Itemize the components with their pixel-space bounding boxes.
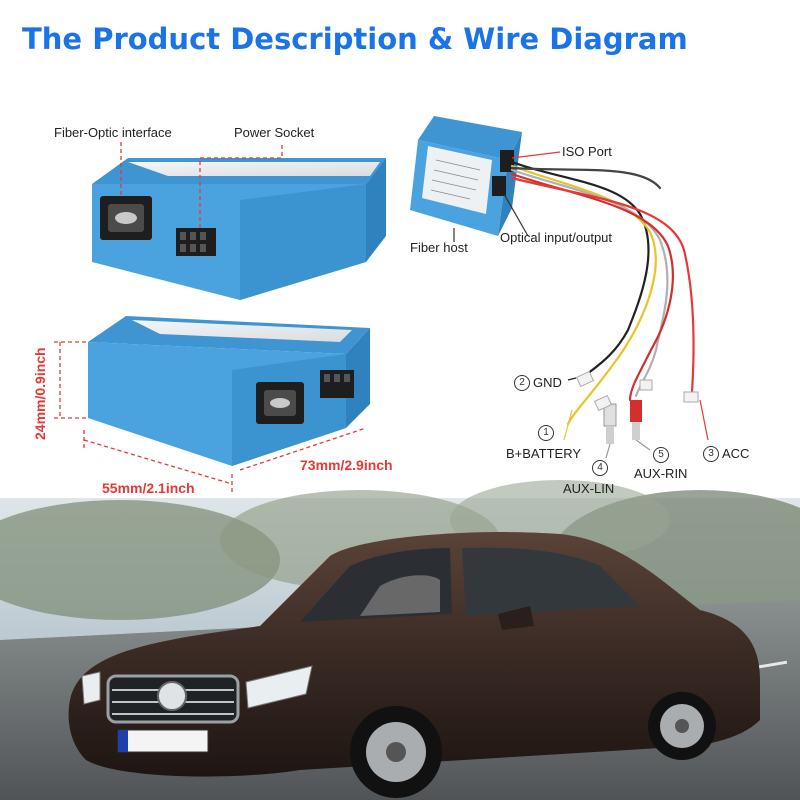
wire-label-aux-lin: AUX-LIN bbox=[563, 481, 615, 496]
wire-label-acc: ACC bbox=[722, 446, 750, 461]
wire-label-gnd: GND bbox=[533, 375, 562, 390]
wire-number-1: 1 bbox=[538, 425, 554, 441]
wire-label-aux-rin: AUX-RIN bbox=[634, 466, 688, 481]
dimension-width: 55mm/2.1inch bbox=[102, 480, 195, 496]
wire-leader-lines bbox=[563, 377, 709, 459]
dimension-lines bbox=[54, 341, 367, 492]
fiber-host-unit bbox=[410, 116, 522, 236]
label-power-socket: Power Socket bbox=[234, 125, 315, 140]
module-top-view bbox=[92, 158, 386, 300]
host-callout-lines bbox=[453, 151, 561, 242]
wire-harness bbox=[510, 160, 695, 426]
label-iso-port: ISO Port bbox=[562, 144, 612, 159]
wire-number-3: 3 bbox=[703, 446, 719, 462]
label-fiber-optic-interface: Fiber-Optic interface bbox=[54, 125, 172, 140]
rca-plugs bbox=[575, 370, 699, 444]
car-scene bbox=[0, 480, 800, 800]
label-optical-io: Optical input/output bbox=[500, 230, 613, 245]
dimension-length: 73mm/2.9inch bbox=[300, 457, 393, 473]
wire-number-2: 2 bbox=[514, 375, 530, 391]
callout-lines-top bbox=[120, 142, 283, 228]
wire-number-4: 4 bbox=[592, 460, 608, 476]
page-title: The Product Description & Wire Diagram bbox=[22, 22, 688, 56]
dimension-height: 24mm/0.9inch bbox=[32, 347, 48, 440]
wire-number-5: 5 bbox=[653, 447, 669, 463]
module-bottom-view bbox=[88, 316, 370, 466]
wire-label-b-battery: B+BATTERY bbox=[506, 446, 582, 461]
label-fiber-host: Fiber host bbox=[410, 240, 468, 255]
